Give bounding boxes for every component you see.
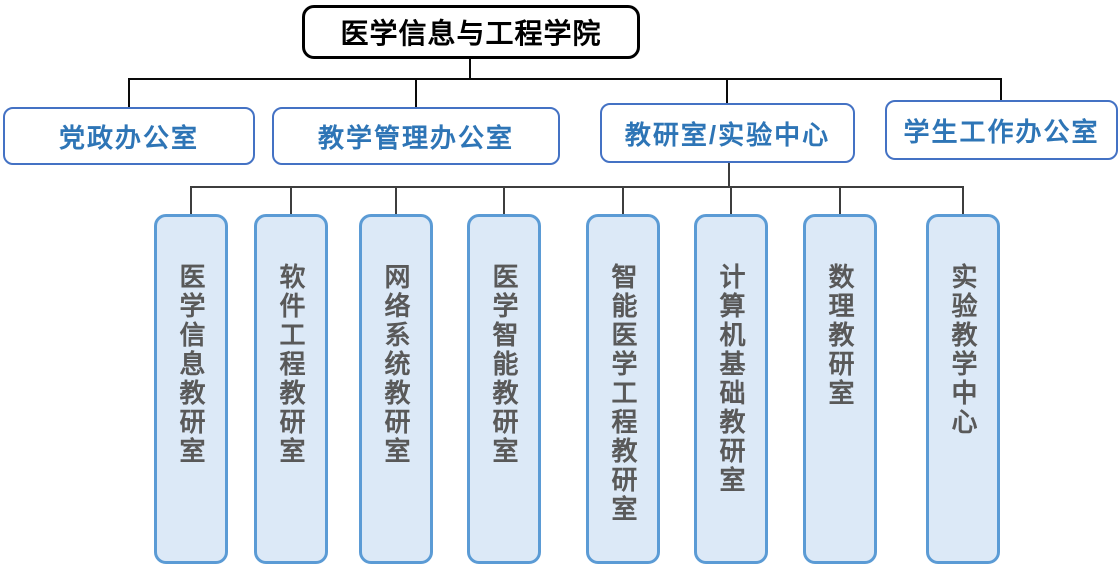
connector-drop-unit-0 [190, 186, 192, 215]
node-unit-medical-intelligence: 医学智能教研室 [467, 214, 541, 564]
connector-drop-unit-2 [395, 186, 397, 215]
connector-level1-bar [128, 78, 1002, 80]
connector-drop-office-0 [128, 78, 130, 108]
unit-label: 智能医学工程教研室 [608, 263, 638, 524]
office-label: 学生工作办公室 [903, 116, 1100, 147]
node-unit-computer-fundamentals: 计算机基础教研室 [694, 214, 768, 564]
node-teaching-management-office: 教学管理办公室 [272, 107, 560, 165]
connector-root-trunk [469, 59, 471, 79]
connector-drop-unit-5 [730, 186, 732, 215]
node-party-government-office: 党政办公室 [3, 107, 255, 165]
connector-drop-unit-3 [503, 186, 505, 215]
node-college: 医学信息与工程学院 [302, 5, 640, 59]
connector-drop-unit-4 [622, 186, 624, 215]
connector-drop-unit-6 [839, 186, 841, 215]
connector-drop-office-3 [1000, 78, 1002, 101]
node-unit-experimental-teaching-center: 实验教学中心 [926, 214, 1000, 564]
node-student-affairs-office: 学生工作办公室 [885, 100, 1118, 160]
node-unit-intelligent-medical-engineering: 智能医学工程教研室 [586, 214, 660, 564]
office-label: 教学管理办公室 [317, 122, 514, 153]
unit-label: 数理教研室 [825, 263, 855, 408]
connector-drop-unit-1 [290, 186, 292, 215]
connector-level2-bar [190, 186, 963, 188]
node-unit-software-engineering: 软件工程教研室 [254, 214, 328, 564]
node-teaching-research-lab-center: 教研室/实验中心 [600, 103, 855, 163]
unit-label: 软件工程教研室 [276, 263, 306, 466]
node-college-label: 医学信息与工程学院 [340, 18, 602, 49]
node-unit-math-physics: 数理教研室 [803, 214, 877, 564]
connector-drop-unit-7 [962, 186, 964, 215]
unit-label: 医学智能教研室 [489, 263, 519, 466]
office-label: 教研室/实验中心 [624, 119, 831, 150]
unit-label: 计算机基础教研室 [716, 263, 746, 495]
connector-drop-office-2 [726, 78, 728, 104]
unit-label: 网络系统教研室 [381, 263, 411, 466]
node-unit-medical-information: 医学信息教研室 [154, 214, 228, 564]
unit-label: 医学信息教研室 [176, 263, 206, 466]
connector-drop-office-1 [415, 78, 417, 108]
connector-labcenter-trunk [728, 162, 730, 187]
unit-label: 实验教学中心 [948, 263, 978, 437]
node-unit-network-systems: 网络系统教研室 [359, 214, 433, 564]
office-label: 党政办公室 [58, 122, 199, 153]
